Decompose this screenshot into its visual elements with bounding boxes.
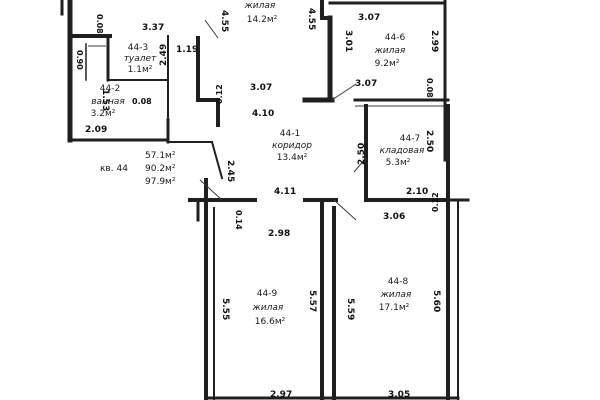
room-44-7-area: 5.3м² (386, 158, 411, 168)
room-44-8-name: жилая (380, 290, 412, 300)
dimension-label: 3.07 (355, 79, 377, 89)
dimension-label: 5.59 (345, 298, 355, 320)
wall-hall-angled (210, 140, 224, 180)
room-44-9-area: 16.6м² (255, 317, 286, 327)
dimension-label: 2.10 (406, 187, 428, 197)
room-44-8-id: 44-8 (388, 277, 409, 287)
room-44-6-id: 44-6 (385, 33, 406, 43)
door-swing-5 (204, 19, 219, 39)
room-44-2-area: 3.2м² (91, 109, 116, 119)
room-44-1-id: 44-1 (280, 129, 300, 139)
door-swing-4 (331, 83, 357, 101)
walls (60, 0, 470, 400)
dimension-label: 3.01 (343, 30, 353, 52)
dimension-label: 2.99 (429, 30, 439, 52)
apartment-label: кв. 44 (100, 164, 128, 174)
apartment-summary: 57.1м² кв. 44 90.2м² 97.9м² (100, 151, 176, 187)
room-44-6-name: жилая (374, 46, 406, 56)
dimension-label: 5.60 (431, 290, 441, 312)
room-44-1-area: 13.4м² (277, 153, 308, 163)
dimension-label: 4.55 (306, 8, 316, 30)
dimension-label: 2.09 (85, 125, 107, 135)
dimension-label: 0.08 (95, 14, 104, 34)
dimension-label: 2.98 (268, 229, 290, 239)
dimension-label: 3.07 (250, 83, 272, 93)
dimension-label: 4.11 (274, 187, 296, 197)
room-44-9-name: жилая (252, 303, 284, 313)
dimension-label: 3.07 (358, 13, 380, 23)
dimension-label: 2.49 (159, 44, 169, 66)
dimension-label: 3.06 (383, 212, 405, 222)
room-44-1-name: коридор (272, 141, 312, 151)
door-swings (199, 19, 367, 221)
room-44-3-name: туалет (124, 54, 157, 64)
room-44-3-id: 44-3 (128, 43, 148, 53)
room-44-3-area: 1.1м² (128, 65, 153, 75)
door-swing-3 (353, 157, 367, 173)
dimension-label: 5.55 (220, 298, 230, 320)
dimension-label: 2.97 (270, 390, 292, 400)
dimension-label: 1.53 (100, 89, 110, 111)
room-labels: жилая 14.2м² 44-3 туалет 1.1м² 44-2 ванн… (91, 1, 425, 327)
dimension-label: 1.19 (176, 45, 198, 55)
apartment-area-living: 57.1м² (145, 151, 176, 161)
room-44-2-id: 44-2 (100, 84, 120, 94)
dimension-labels: 3.37 4.55 4.55 3.07 0.08 0.90 1.19 2.49 … (75, 8, 441, 400)
door-swing-2 (333, 199, 357, 221)
dimension-label: 0.12 (431, 192, 440, 212)
dimension-label: 0.14 (234, 210, 243, 230)
dimension-label: 3.37 (142, 23, 164, 33)
dimension-label: 4.10 (252, 109, 274, 119)
dimension-label: 2.50 (424, 130, 434, 152)
door-swing-1 (199, 179, 223, 201)
room-44-8-area: 17.1м² (379, 303, 410, 313)
room-44-9-id: 44-9 (257, 289, 278, 299)
apartment-area-total: 90.2м² (145, 164, 176, 174)
apartment-area-full: 97.9м² (145, 177, 176, 187)
room-44-7-name: кладовая (380, 146, 425, 156)
dimension-label: 0.90 (75, 50, 84, 70)
dimension-label: 2.45 (225, 160, 235, 182)
dimension-label: 3.05 (388, 390, 410, 400)
room-44-6-area: 9.2м² (375, 59, 400, 69)
dimension-label: 0.08 (132, 97, 152, 106)
dimension-label: 0.08 (425, 78, 434, 98)
dimension-label: 4.55 (219, 10, 229, 32)
dimension-label: 2.50 (357, 143, 367, 165)
room-44-5-area: 14.2м² (247, 15, 278, 25)
room-44-5-name: жилая (244, 1, 276, 11)
dimension-label: 0.12 (215, 84, 224, 104)
dimension-label: 5.57 (307, 290, 317, 312)
room-44-7-id: 44-7 (400, 134, 420, 144)
room-44-2-name: ванная (91, 97, 125, 107)
